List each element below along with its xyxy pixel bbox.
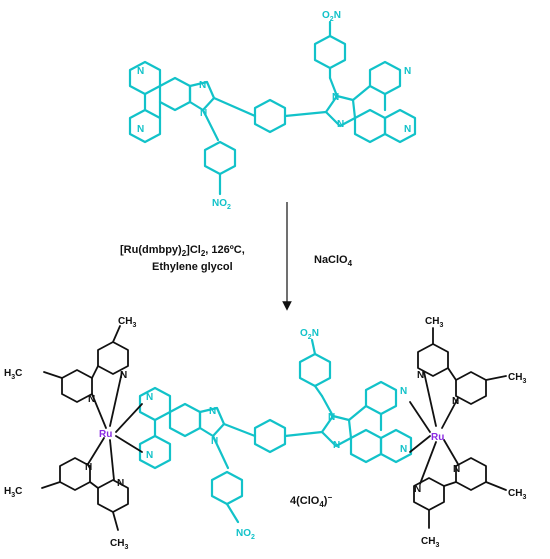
atom-n: N [137, 124, 144, 135]
atom-n: N [328, 412, 335, 423]
ligand-product: N N N N N N N N O2N NO2 [138, 328, 413, 541]
ligand-reactant: N N N N N N N N O2N NO2 [128, 10, 417, 211]
atom-n: N [452, 396, 459, 407]
methyl-label: CH3 [421, 536, 439, 549]
solvent-label: Ethylene glycol [152, 261, 233, 273]
ruthenium-center-right: Ru N N N N CH3 CH3 CH3 CH3 [409, 316, 526, 549]
atom-n: N [400, 386, 407, 397]
atom-n: N [146, 392, 153, 403]
salt-label: NaClO4 [314, 254, 353, 268]
ruthenium-atom: Ru [99, 429, 112, 440]
methyl-label: CH3 [425, 316, 443, 329]
ruthenium-atom: Ru [431, 432, 444, 443]
ruthenium-center-left: Ru N N N N CH3 H3C H3C CH3 [4, 316, 143, 551]
nitro-group-label: NO2 [236, 528, 255, 541]
atom-n: N [404, 66, 411, 77]
atom-n: N [120, 370, 127, 381]
atom-n: N [332, 92, 339, 103]
atom-n: N [200, 108, 207, 119]
atom-n: N [400, 444, 407, 455]
atom-n: N [117, 478, 124, 489]
atom-n: N [333, 440, 340, 451]
atom-n: N [211, 436, 218, 447]
atom-n: N [453, 464, 460, 475]
counterion-label: 4(ClO4)− [290, 493, 332, 509]
nitro-group-label: O2N [300, 328, 319, 341]
methyl-label: CH3 [110, 538, 128, 551]
atom-n: N [337, 119, 344, 130]
catalyst-label: [Ru(dmbpy)2]Cl2, 126ºC, [120, 244, 245, 258]
atom-n: N [146, 450, 153, 461]
atom-n: N [209, 406, 216, 417]
methyl-label: H3C [4, 368, 22, 381]
atom-n: N [88, 394, 95, 405]
atom-n: N [137, 66, 144, 77]
atom-n: N [417, 370, 424, 381]
nitro-group-label: NO2 [212, 198, 231, 211]
methyl-label: CH3 [118, 316, 136, 329]
atom-n: N [199, 80, 206, 91]
atom-n: N [404, 124, 411, 135]
methyl-label: CH3 [508, 488, 526, 501]
atom-n: N [85, 462, 92, 473]
methyl-label: CH3 [508, 372, 526, 385]
nitro-group-label: O2N [322, 10, 341, 23]
methyl-label: H3C [4, 486, 22, 499]
atom-n: N [414, 484, 421, 495]
